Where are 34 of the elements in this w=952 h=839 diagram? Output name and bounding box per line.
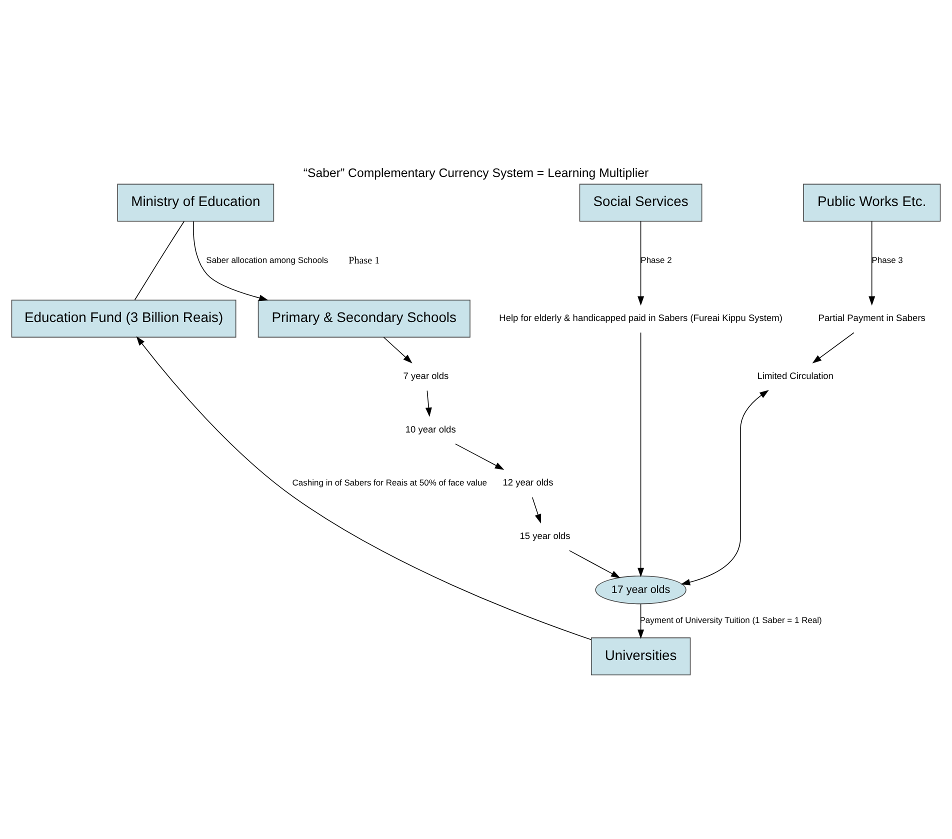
arrow [680,390,769,586]
node-text: 15 year olds [520,530,570,541]
node-text: Partial Payment in Sabers [818,313,926,324]
node-text: Help for elderly & handicapped paid in Sabers (Fureai Kippu System) [499,313,782,324]
arrow [455,444,504,470]
arrow [136,336,592,640]
node-box: Public Works Etc. [803,184,941,222]
arrow [812,332,854,364]
arrow [532,496,542,524]
node-text: 10 year olds [405,424,456,434]
node-box: Universities [590,637,691,676]
node-text: 12 year olds [502,478,554,488]
edge-label: Phase 3 [872,254,903,265]
edge-label: Saber allocation among Schools [206,254,328,265]
edge-label: Phase 2 [640,254,672,265]
connector [134,220,184,300]
diagram-title: “Saber” Complementary Currency System = Learning Multiplier [303,166,649,180]
arrow [425,390,432,417]
arrow [868,220,876,306]
node-box: Social Services [579,184,702,222]
node-box: Primary & Secondary Schools [258,300,470,338]
node-box: Education Fund (3 Billion Reais) [11,300,236,338]
arrow [193,221,268,302]
edge-label: Payment of University Tuition (1 Saber = 1 Real) [640,614,822,625]
node-text: 7 year olds [403,371,449,382]
node-box: Ministry of Education [117,184,274,222]
arrow [638,220,644,306]
arrow [569,550,620,578]
arrow [638,332,644,578]
edge-label: Cashing in of Sabers for Reais at 50% of face value [292,477,487,488]
node-text: Limited Circulation [757,371,834,382]
node-ellipse: 17 year olds [595,576,686,604]
arrow [383,336,412,364]
label: Phase 1 [348,255,380,266]
